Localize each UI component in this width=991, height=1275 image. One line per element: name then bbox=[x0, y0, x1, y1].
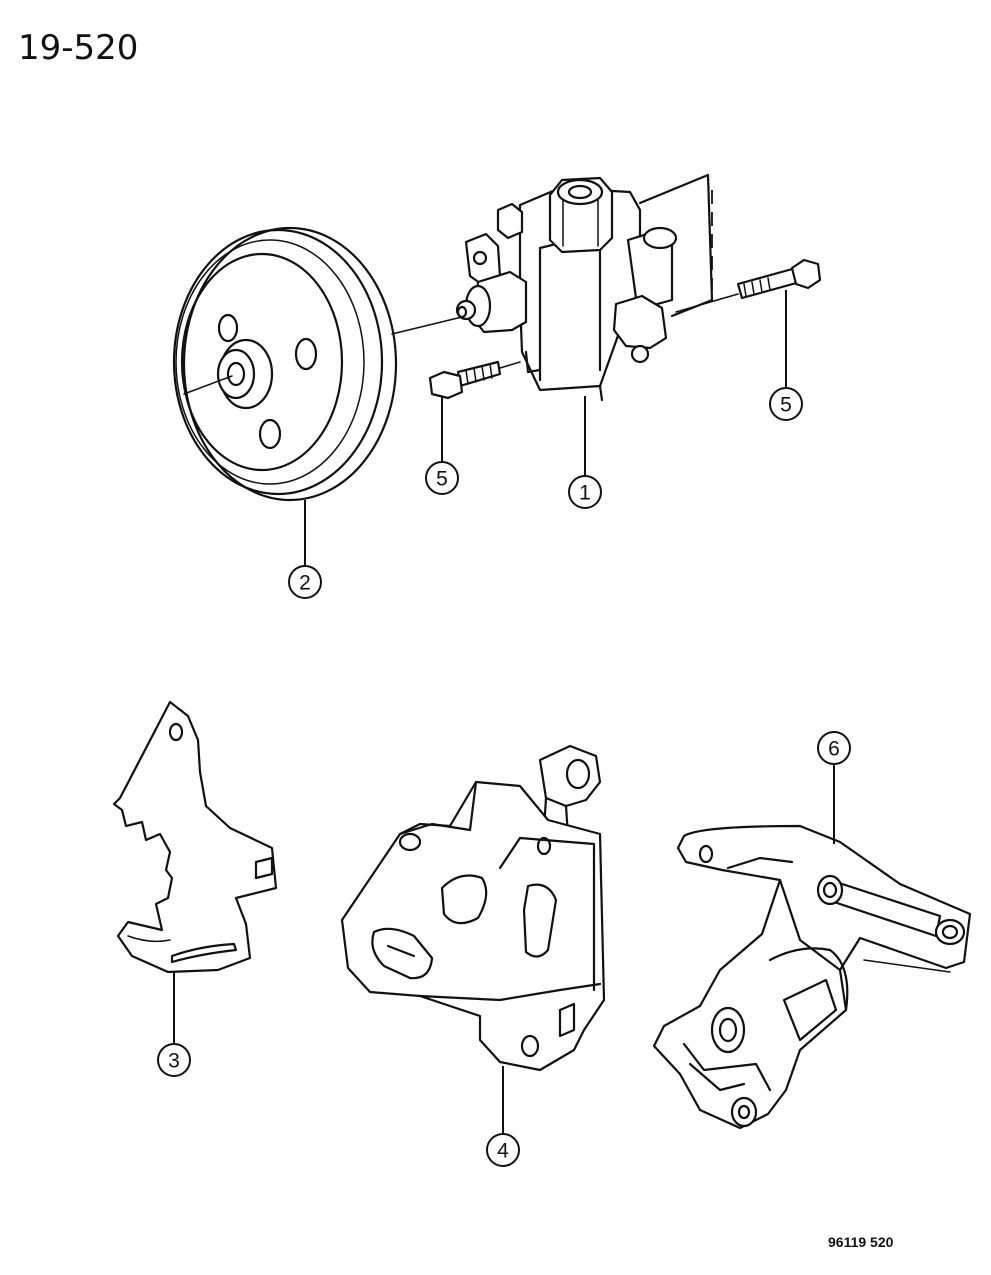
callout-bolt-front-number: 5 bbox=[436, 468, 448, 491]
pulley bbox=[172, 226, 467, 502]
callout-right-bracket: 6 bbox=[817, 731, 851, 844]
callout-center-bracket-number: 4 bbox=[497, 1140, 509, 1163]
callout-bolt-rear: 5 bbox=[769, 290, 803, 421]
callout-pump-number: 1 bbox=[579, 482, 591, 505]
figure-code: 96119 520 bbox=[828, 1234, 894, 1250]
center-bracket bbox=[340, 744, 606, 1072]
callout-bolt-rear-number: 5 bbox=[780, 394, 792, 417]
left-bracket bbox=[112, 700, 278, 974]
callout-pulley: 2 bbox=[288, 500, 322, 599]
callout-left-bracket-number: 3 bbox=[168, 1050, 180, 1073]
callout-left-bracket: 3 bbox=[157, 972, 191, 1077]
bolt-rear bbox=[675, 258, 822, 313]
bolt-front bbox=[428, 360, 521, 400]
callout-pump: 1 bbox=[568, 396, 602, 509]
power-steering-pump bbox=[455, 173, 714, 402]
callout-right-bracket-number: 6 bbox=[828, 738, 840, 761]
page-number: 19-520 bbox=[18, 28, 139, 68]
right-bracket bbox=[652, 824, 972, 1130]
callout-pulley-number: 2 bbox=[299, 572, 311, 595]
callout-bolt-front: 5 bbox=[425, 396, 459, 495]
callout-center-bracket: 4 bbox=[486, 1066, 520, 1167]
